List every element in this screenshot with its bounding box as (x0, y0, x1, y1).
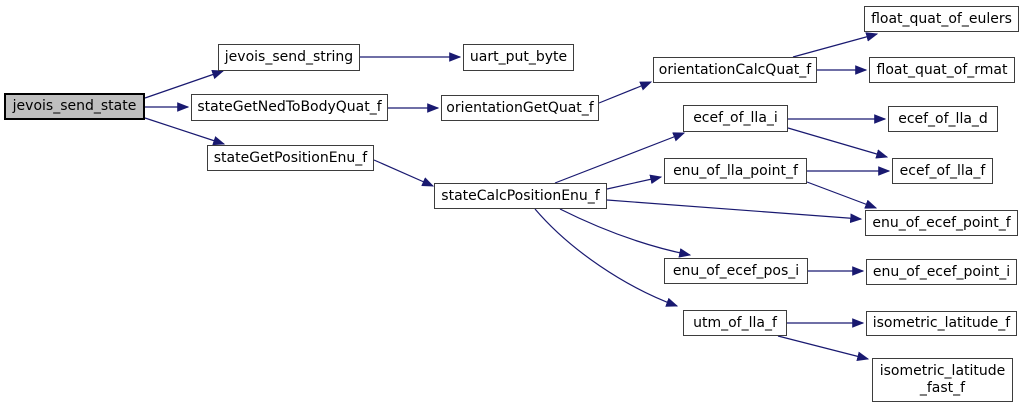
edge-stateCalcPositionEnu_f-enu_of_ecef_point_f (606, 199, 863, 223)
node-isometric_latitude_fast_f[interactable]: isometric_latitude _fast_f (872, 358, 1013, 402)
edge-jevois_send_state-stateGetPositionEnu_f (144, 117, 226, 146)
node-ecef_of_lla_i[interactable]: ecef_of_lla_i (683, 105, 788, 132)
edge-ecef_of_lla_i-ecef_of_lla_f (787, 127, 889, 159)
edge-enu_of_lla_point_f-enu_of_ecef_point_f (806, 181, 878, 209)
node-utm_of_lla_f[interactable]: utm_of_lla_f (683, 310, 787, 336)
node-enu_of_ecef_point_f[interactable]: enu_of_ecef_point_f (865, 210, 1018, 236)
node-enu_of_ecef_pos_i[interactable]: enu_of_ecef_pos_i (664, 258, 808, 284)
edge-stateCalcPositionEnu_f-enu_of_ecef_pos_i (559, 208, 692, 258)
edge-stateGetPositionEnu_f-stateCalcPositionEnu_f (373, 159, 435, 187)
edge-stateCalcPositionEnu_f-ecef_of_lla_i (554, 132, 686, 184)
node-isometric_latitude_f[interactable]: isometric_latitude_f (866, 311, 1017, 336)
edge-jevois_send_state-jevois_send_string (144, 69, 225, 99)
node-ecef_of_lla_d[interactable]: ecef_of_lla_d (888, 106, 998, 132)
node-ecef_of_lla_f[interactable]: ecef_of_lla_f (892, 158, 993, 184)
node-uart_put_byte[interactable]: uart_put_byte (463, 44, 574, 71)
node-jevois_send_state: jevois_send_state (4, 93, 145, 120)
edge-orientationGetQuat_f-orientationCalcQuat_f (598, 81, 653, 104)
node-enu_of_lla_point_f[interactable]: enu_of_lla_point_f (664, 158, 807, 184)
node-stateGetPositionEnu_f[interactable]: stateGetPositionEnu_f (207, 145, 374, 171)
node-float_quat_of_rmat[interactable]: float_quat_of_rmat (869, 57, 1015, 83)
edge-utm_of_lla_f-isometric_latitude_fast_f (777, 335, 870, 361)
node-stateCalcPositionEnu_f[interactable]: stateCalcPositionEnu_f (434, 183, 607, 209)
node-label-line: isometric_latitude (879, 363, 1006, 379)
edge-stateCalcPositionEnu_f-utm_of_lla_f (534, 208, 679, 307)
edge-orientationCalcQuat_f-float_quat_of_eulers (792, 32, 879, 58)
node-orientationCalcQuat_f[interactable]: orientationCalcQuat_f (653, 57, 817, 83)
node-label-line: _fast_f (919, 380, 966, 396)
node-jevois_send_string[interactable]: jevois_send_string (218, 44, 360, 71)
edge-stateCalcPositionEnu_f-enu_of_lla_point_f (606, 174, 663, 190)
node-orientationGetQuat_f[interactable]: orientationGetQuat_f (441, 95, 599, 121)
node-float_quat_of_eulers[interactable]: float_quat_of_eulers (864, 6, 1019, 32)
node-enu_of_ecef_point_i[interactable]: enu_of_ecef_point_i (866, 259, 1017, 285)
node-stateGetNedToBodyQuat_f[interactable]: stateGetNedToBodyQuat_f (191, 94, 388, 121)
